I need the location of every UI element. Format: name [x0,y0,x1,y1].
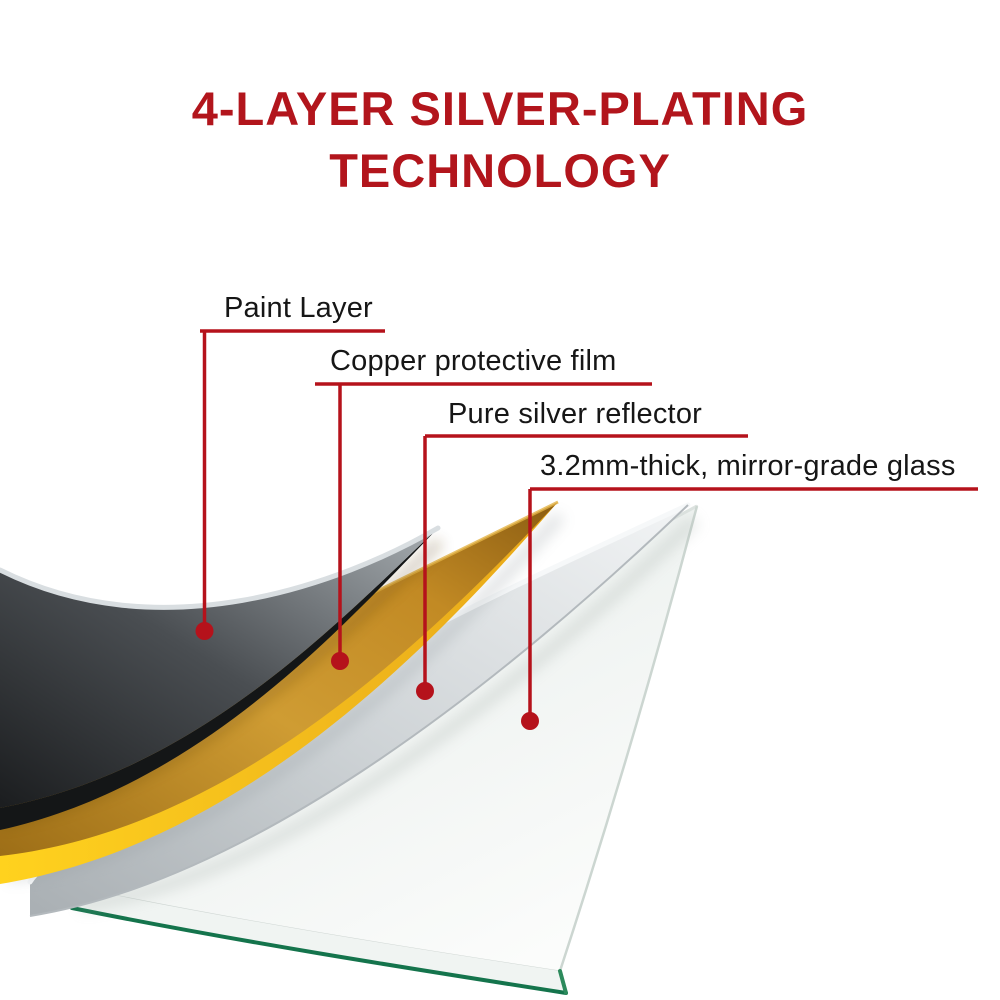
page-title: 4-LAYER SILVER-PLATING TECHNOLOGY [0,78,1000,202]
dot-paint [195,622,214,640]
leader-dots [195,622,539,730]
glass-edge-green [70,906,568,995]
label-pure-silver-reflector: Pure silver reflector [448,398,702,430]
leader-glass [528,487,978,718]
page-title-line2: TECHNOLOGY [329,144,671,198]
leader-copper [315,382,652,658]
label-copper-protective-film: Copper protective film [330,345,617,377]
leader-lines [200,329,978,718]
dot-silver [416,682,434,700]
dot-copper [331,652,349,670]
label-mirror-grade-glass: 3.2mm-thick, mirror-grade glass [540,450,956,482]
dot-glass [521,712,539,730]
layer-paint [0,525,441,830]
page-title-line1: 4-LAYER SILVER-PLATING [191,82,809,135]
label-paint-layer: Paint Layer [224,292,373,324]
leader-paint [200,329,385,628]
leader-silver [423,434,748,688]
